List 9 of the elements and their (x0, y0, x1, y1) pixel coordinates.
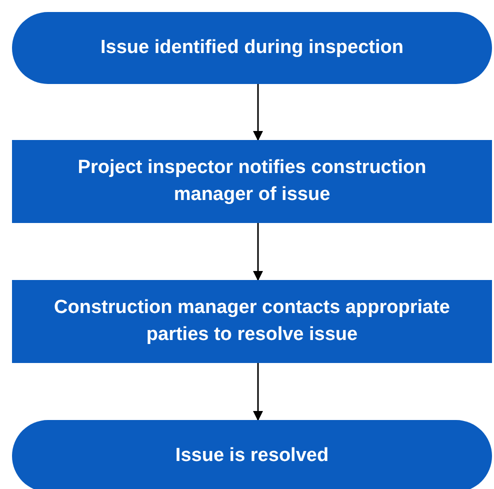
process-box (12, 280, 492, 363)
node-text: Project inspector notifies construction manager of issue (76, 156, 428, 206)
node-text: Construction manager contacts appropriate parties to resolve issue (53, 296, 451, 346)
node-text: Issue is resolved (175, 444, 329, 468)
arrow (253, 223, 263, 281)
arrow (253, 363, 263, 421)
arrow (253, 84, 263, 141)
process-box (12, 140, 492, 223)
node-text: Issue identified during inspection (100, 36, 404, 60)
